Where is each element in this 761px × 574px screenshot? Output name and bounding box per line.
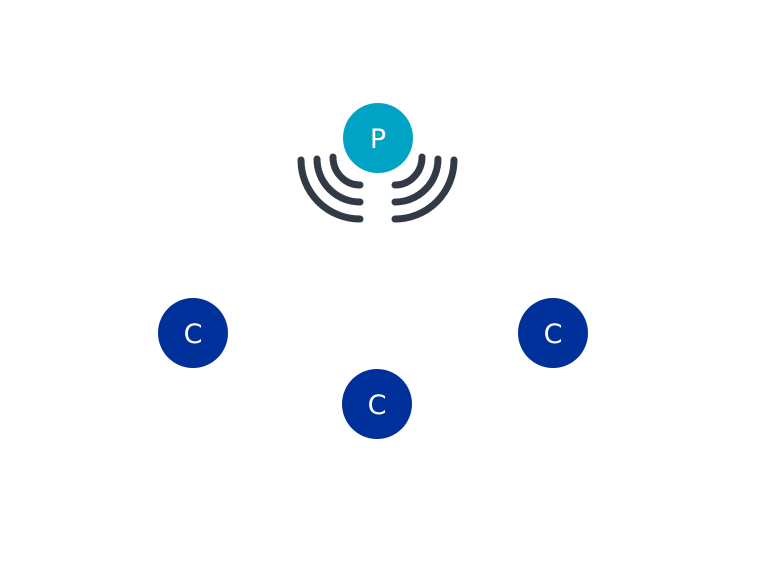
consumer-label: C: [183, 318, 203, 350]
consumer-label: C: [543, 318, 563, 350]
wave-right-inner: [391, 153, 426, 189]
producer-label: P: [369, 123, 387, 155]
wave-left-outer: [297, 156, 364, 223]
wave-right-middle: [391, 155, 442, 206]
consumer-node-right: C: [518, 298, 588, 368]
wave-right-outer: [391, 156, 458, 223]
wave-left-inner: [329, 153, 364, 189]
consumer-label: C: [367, 389, 387, 421]
consumer-node-bottom: C: [342, 369, 412, 439]
consumer-node-left: C: [158, 298, 228, 368]
wave-group: [297, 153, 458, 223]
producer-node: P: [343, 103, 413, 173]
wave-left-middle: [313, 155, 364, 206]
